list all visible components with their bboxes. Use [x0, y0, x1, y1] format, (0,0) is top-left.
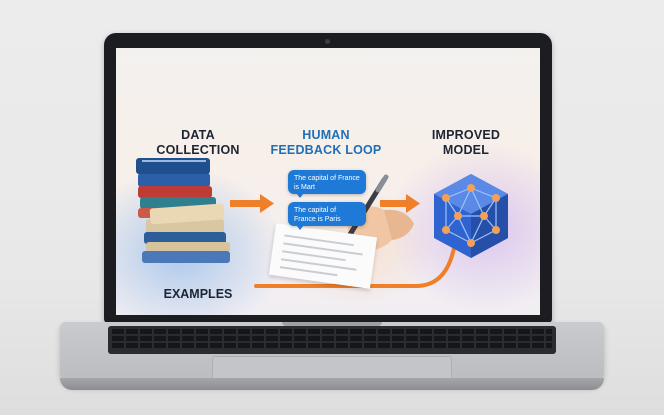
laptop-screen: DATA COLLECTION HUMAN FEEDBACK LOOP IMPR… — [116, 48, 540, 315]
books-icon — [136, 158, 230, 263]
heading-data-collection: DATA COLLECTION — [156, 128, 240, 157]
loop-arrow-icon — [254, 246, 456, 288]
heading-examples: EXAMPLES — [163, 287, 233, 301]
key-row — [112, 343, 552, 348]
keyboard — [108, 326, 556, 354]
key-row — [112, 329, 552, 334]
arrow-right-icon — [230, 194, 274, 213]
laptop-lid: DATA COLLECTION HUMAN FEEDBACK LOOP IMPR… — [104, 33, 552, 323]
trackpad — [212, 356, 452, 382]
heading-improved-model: IMPROVED MODEL — [431, 128, 501, 157]
chat-bubble-icon: The capital of France is Paris — [288, 202, 366, 230]
neural-network-hexagon-icon — [434, 174, 508, 258]
hinge-notch — [282, 322, 382, 326]
laptop-base — [60, 322, 604, 390]
webcam — [325, 39, 330, 44]
paper-line — [279, 266, 338, 276]
heading-human-feedback-loop: HUMAN FEEDBACK LOOP — [270, 128, 382, 157]
key-row — [112, 336, 552, 341]
chat-bubble-icon: The capital of France is Mart — [288, 170, 366, 198]
laptop-front-edge — [60, 378, 604, 390]
laptop-deck — [60, 322, 604, 386]
arrow-right-icon — [380, 194, 420, 213]
